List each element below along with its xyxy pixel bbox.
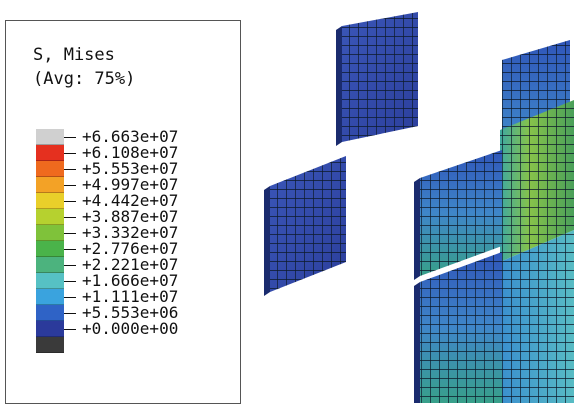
panel-left: [264, 156, 346, 296]
legend-swatch: [36, 193, 64, 209]
legend-swatch: [36, 177, 64, 193]
legend-swatch: [36, 257, 64, 273]
legend-swatch: [36, 273, 64, 289]
legend-tick-label: +6.108e+07: [64, 145, 178, 161]
legend-swatch: [36, 209, 64, 225]
legend-swatch: [36, 289, 64, 305]
panel-front-lower: [414, 252, 502, 403]
legend-tick-label: +2.221e+07: [64, 257, 178, 273]
legend-tick-label: +2.776e+07: [64, 241, 178, 257]
legend-tick-label: +5.553e+07: [64, 161, 178, 177]
legend-tick-label: +1.666e+07: [64, 273, 178, 289]
legend-tick-label: +4.997e+07: [64, 177, 178, 193]
legend-variable-label: S, Mises: [33, 45, 115, 65]
model-viewport[interactable]: [250, 0, 574, 403]
legend-averaging-label: (Avg: 75%): [33, 69, 136, 89]
legend-tick-label: +4.442e+07: [64, 193, 178, 209]
legend-swatch: [36, 145, 64, 161]
contour-legend: S, Mises (Avg: 75%) +6.663e+07+6.108e+07…: [5, 20, 241, 404]
panel-front-upper: [414, 150, 502, 280]
legend-color-bar: [36, 129, 64, 353]
legend-swatch: [36, 161, 64, 177]
legend-swatch: [36, 321, 64, 337]
legend-swatch: [36, 241, 64, 257]
legend-tick-label: +3.887e+07: [64, 209, 178, 225]
legend-tick-label: +5.553e+06: [64, 305, 178, 321]
legend-swatch: [36, 129, 64, 145]
panel-side-stressed: [500, 100, 574, 403]
legend-tick-label: +0.000e+00: [64, 321, 178, 337]
legend-swatch: [36, 225, 64, 241]
legend-swatch: [36, 337, 64, 353]
legend-tick-label: +1.111e+07: [64, 289, 178, 305]
legend-tick-label: +6.663e+07: [64, 129, 178, 145]
legend-swatch: [36, 305, 64, 321]
legend-tick-label: +3.332e+07: [64, 225, 178, 241]
panel-upper: [336, 12, 418, 146]
fe-model-render: [264, 12, 574, 403]
